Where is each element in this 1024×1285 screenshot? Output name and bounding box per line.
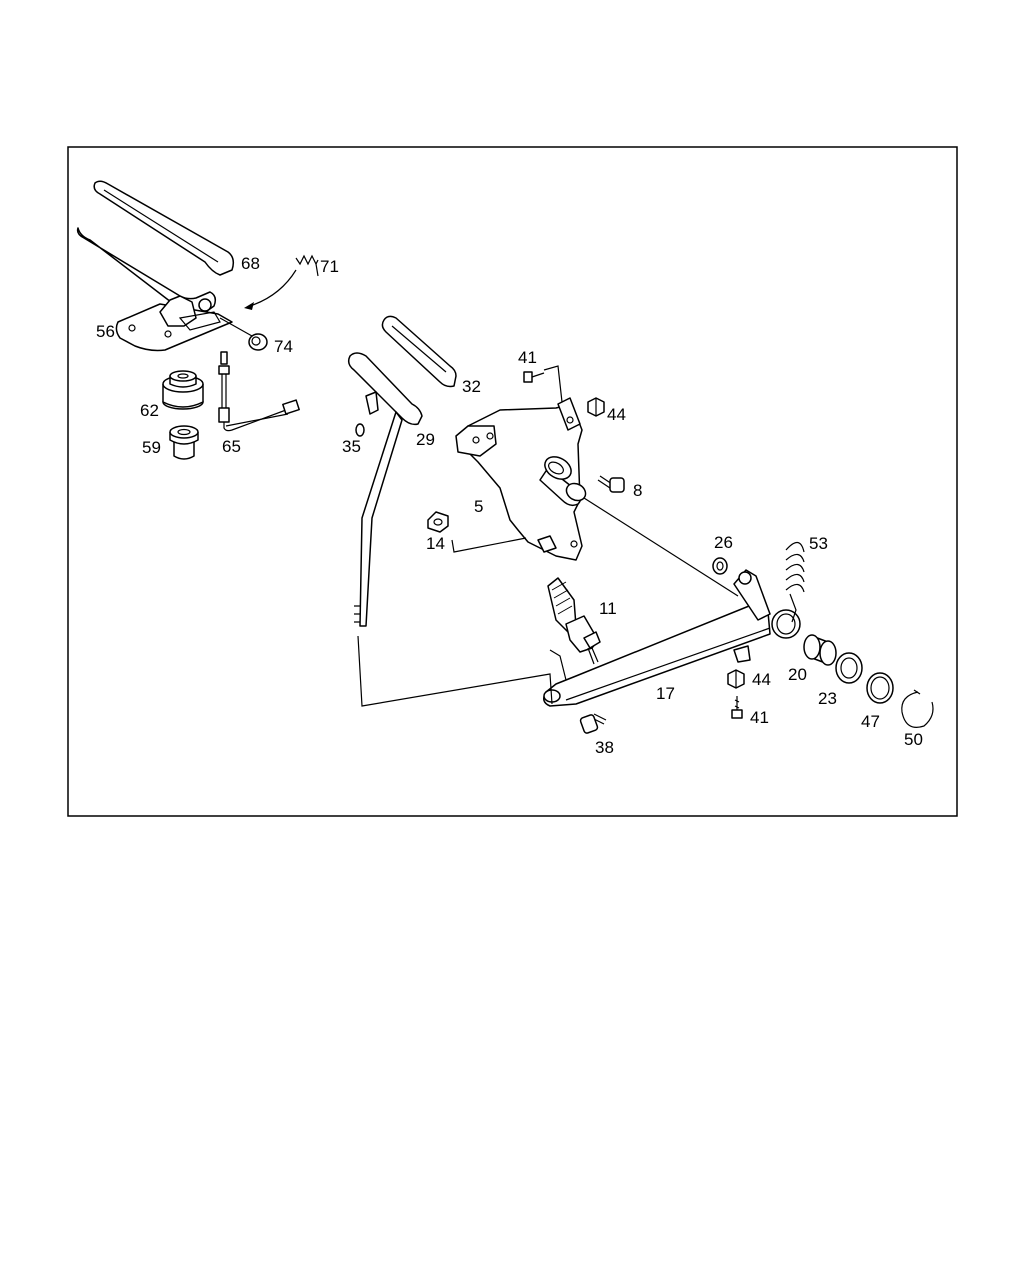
part-71-spring: [244, 254, 319, 310]
callout-14: 14: [426, 534, 445, 553]
part-44-nut-upper: [587, 397, 605, 417]
callout-71: 71: [320, 257, 339, 276]
callout-50: 50: [904, 730, 923, 749]
callout-47: 47: [861, 712, 880, 731]
diagram-border: [67, 146, 958, 817]
callout-56: 56: [96, 322, 115, 341]
part-65-linkage-rod: [218, 351, 300, 432]
part-26-bushing: [712, 557, 728, 575]
part-17-lever-arm: [543, 569, 801, 707]
part-59-bushing: [169, 425, 199, 460]
callout-59: 59: [142, 438, 161, 457]
part-14-nut: [427, 511, 527, 553]
part-41-bolt-upper: [523, 365, 563, 403]
callout-8: 8: [633, 481, 642, 500]
callout-68: 68: [241, 254, 260, 273]
callout-53: 53: [809, 534, 828, 553]
part-20-sleeve: [803, 634, 837, 666]
part-35-pin: [355, 423, 365, 437]
callout-74: 74: [274, 337, 293, 356]
part-32-pedal-pad: [381, 315, 457, 388]
callout-41-lower: 41: [750, 708, 769, 727]
part-56-pedal-base: [76, 227, 233, 352]
callout-26: 26: [714, 533, 733, 552]
callout-44-lower: 44: [752, 670, 771, 689]
part-8-bolt: [597, 475, 625, 493]
part-47-washer: [866, 672, 894, 704]
part-74-bushing: [219, 317, 268, 351]
callout-38: 38: [595, 738, 614, 757]
part-62-rubber-mount: [162, 370, 204, 410]
callout-62: 62: [140, 401, 159, 420]
part-5-bracket: [455, 397, 583, 561]
bracket-pivot-sleeve: [539, 456, 587, 507]
part-68-pedal-upper: [93, 180, 235, 276]
callout-20: 20: [788, 665, 807, 684]
callout-44-upper: 44: [607, 405, 626, 424]
part-29-brake-pedal: [347, 352, 423, 627]
part-38-bolt: [579, 713, 607, 734]
callout-5: 5: [474, 497, 483, 516]
callout-11: 11: [599, 599, 617, 618]
callout-29: 29: [416, 430, 435, 449]
callout-32: 32: [462, 377, 481, 396]
callout-35: 35: [342, 437, 361, 456]
callout-23: 23: [818, 689, 837, 708]
part-53-spring: [785, 541, 805, 623]
callout-41-upper: 41: [518, 348, 537, 367]
part-11-switch: [547, 577, 601, 665]
callout-17: 17: [656, 684, 675, 703]
part-41-screw-lower: [731, 696, 743, 719]
part-44-nut-lower: [727, 669, 745, 689]
assembly-lines: [357, 497, 739, 707]
part-50-circlip: [901, 689, 934, 728]
part-23-ring: [835, 652, 863, 684]
callout-65: 65: [222, 437, 241, 456]
